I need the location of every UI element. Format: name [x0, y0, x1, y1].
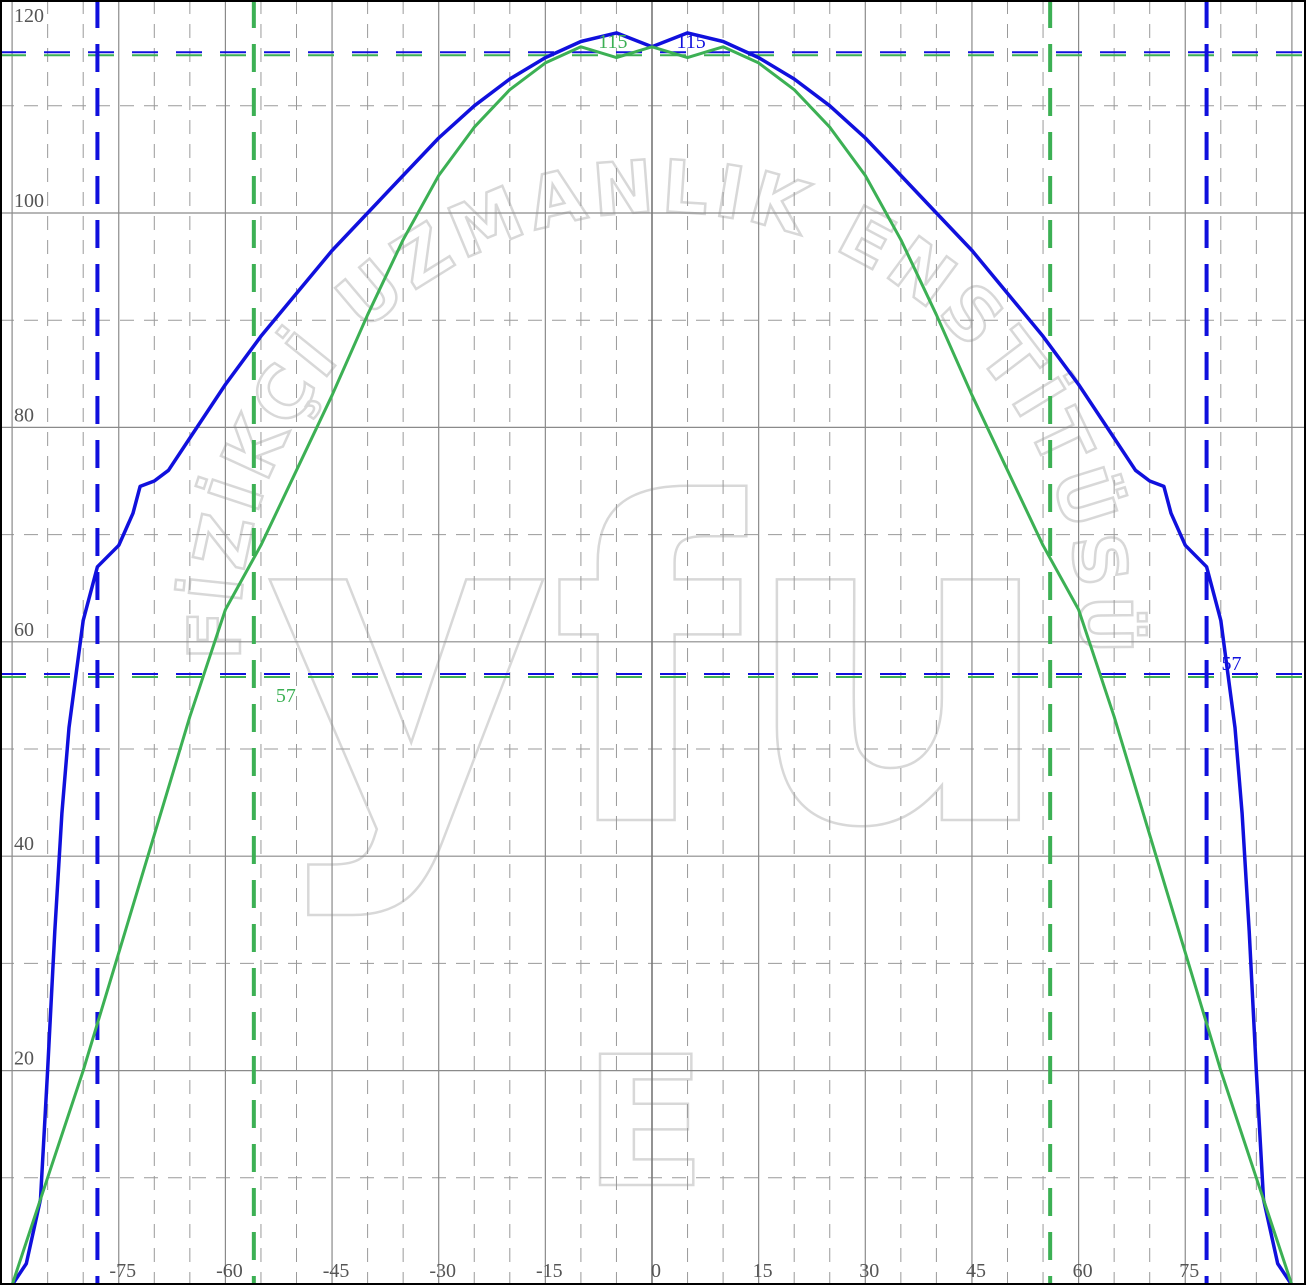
- y-tick-label: 60: [14, 619, 34, 641]
- x-tick-label: 75: [1179, 1260, 1199, 1282]
- annotation-label: 57: [1221, 653, 1241, 675]
- annotation-label: 115: [598, 31, 627, 53]
- x-tick-label: -60: [216, 1260, 243, 1282]
- x-tick-label: -15: [536, 1260, 563, 1282]
- annotations: 115 115 57 57: [276, 31, 1242, 707]
- y-tick-label: 20: [14, 1048, 34, 1070]
- series-layer: [10, 31, 1294, 1285]
- x-tick-label: -75: [109, 1260, 136, 1282]
- x-tick-label: 15: [753, 1260, 773, 1282]
- series-line-2: [10, 45, 1294, 1285]
- x-tick-label: 30: [859, 1260, 879, 1282]
- x-tick-label: -45: [323, 1260, 350, 1282]
- y-tick-label: 100: [14, 190, 44, 212]
- x-tick-label: 0: [651, 1260, 661, 1282]
- x-tick-label: 45: [966, 1260, 986, 1282]
- watermark-bottom-text: E: [584, 1019, 707, 1228]
- watermark-center-text: yfu: [264, 412, 1055, 924]
- x-tick-label: 60: [1073, 1260, 1093, 1282]
- annotation-label: 115: [676, 31, 705, 53]
- tick-labels: -75 -60 -45 -30 -15 0 15 30 45 60 75 20 40 60 80 100 120: [14, 5, 1199, 1282]
- y-tick-label: 40: [14, 833, 34, 855]
- annotation-label: 57: [276, 685, 296, 707]
- x-tick-label: -30: [429, 1260, 456, 1282]
- y-tick-label: 80: [14, 404, 34, 426]
- y-tick-label: 120: [14, 5, 44, 27]
